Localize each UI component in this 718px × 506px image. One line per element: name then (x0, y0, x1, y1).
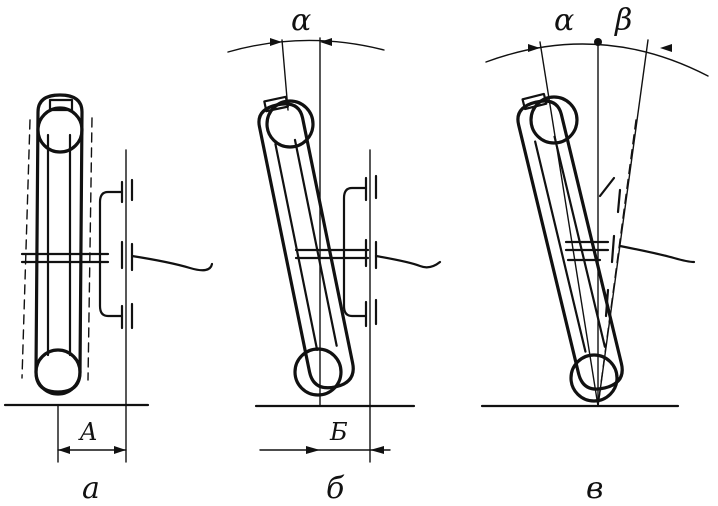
wheel-dashed-outline-a (21, 117, 93, 381)
hub-circle-top-a (36, 106, 84, 154)
tire-tab-top-a (48, 98, 74, 112)
alpha-label-c: α (554, 3, 574, 38)
hub-circle-bottom-c (569, 353, 619, 403)
pivot-mark-c3 (604, 288, 610, 318)
knuckle-top-c (598, 176, 616, 198)
wheel-inner-line-b (274, 142, 319, 351)
knuckle-bracket-b (342, 186, 368, 318)
beta-label-c: β (614, 3, 632, 38)
wheel-body-c (516, 99, 624, 391)
arc-c (485, 43, 709, 77)
wheel-body-a (34, 93, 84, 394)
figure-b: α Б б (227, 3, 442, 506)
pivot-mark-c1 (616, 188, 622, 214)
alpha-label-b: α (291, 3, 311, 38)
lead-line-b (374, 254, 442, 269)
arc-b (227, 39, 385, 53)
hub-circle-top-b (265, 99, 315, 149)
caption-b: б (326, 471, 345, 506)
dim-label-b: Б (329, 418, 348, 446)
hub-circle-bottom-b (293, 347, 343, 397)
caption-a: а (82, 471, 100, 506)
pivot-mark-c2 (610, 234, 616, 264)
knuckle-bracket-a (98, 190, 124, 318)
figure-a: A а (3, 93, 214, 506)
kingpin-dashed-c (597, 119, 637, 407)
wheel-body-b (257, 102, 355, 390)
dim-label-a: A (78, 418, 97, 446)
wheel-inner-line-b2 (293, 138, 338, 347)
hub-circle-bottom-a (34, 348, 82, 396)
wheel-inner-line-c (534, 140, 587, 353)
lead-line-c (618, 244, 696, 264)
hub-circle-top-c (529, 95, 579, 145)
alpha-arrows-b (270, 38, 332, 46)
lead-line-a (130, 254, 214, 272)
caption-c: в (586, 471, 603, 506)
figure-c: α β в (480, 3, 709, 506)
